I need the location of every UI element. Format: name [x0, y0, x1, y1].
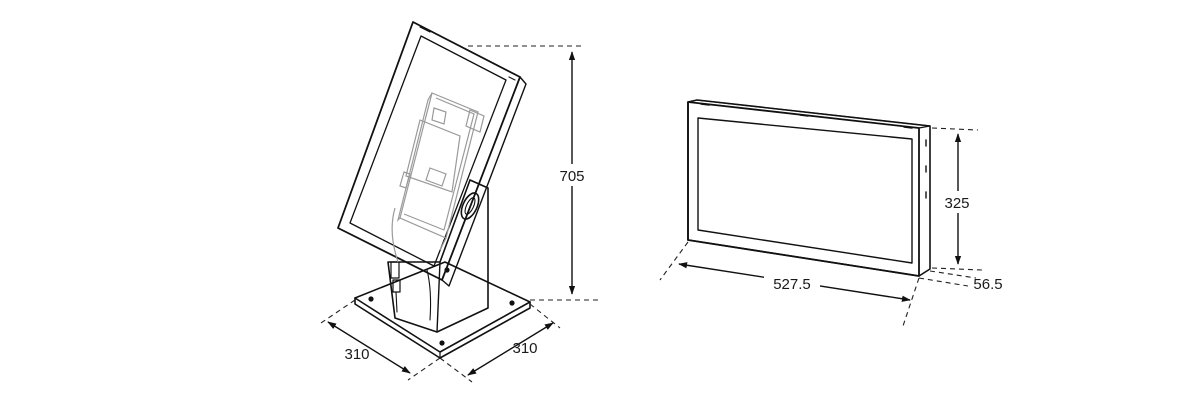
- kiosk-stand-drawing: 705 310 310: [317, 21, 600, 383]
- monitor-height-dimension: 325: [931, 127, 983, 271]
- monitor-drawing: 325 527.5 56.5: [659, 99, 1003, 327]
- monitor-depth-dimension: 56.5: [918, 270, 1003, 293]
- monitor-depth-label: 56.5: [973, 276, 1002, 293]
- kiosk-base-depth-dimension: 310: [439, 303, 561, 383]
- monitor-height-label: 325: [944, 195, 969, 212]
- vesa-mount-ghost: [391, 92, 485, 263]
- monitor-width-dimension: 527.5: [659, 241, 920, 327]
- kiosk-base-width-dimension: 310: [317, 299, 441, 381]
- kiosk-base-width-label: 310: [344, 346, 369, 363]
- kiosk-display: [337, 21, 527, 287]
- kiosk-height-dimension: 705: [468, 45, 600, 301]
- kiosk-height-label: 705: [559, 168, 584, 185]
- monitor-width-label: 527.5: [773, 276, 811, 293]
- monitor-body: [687, 99, 931, 277]
- kiosk-base-depth-label: 310: [512, 340, 537, 357]
